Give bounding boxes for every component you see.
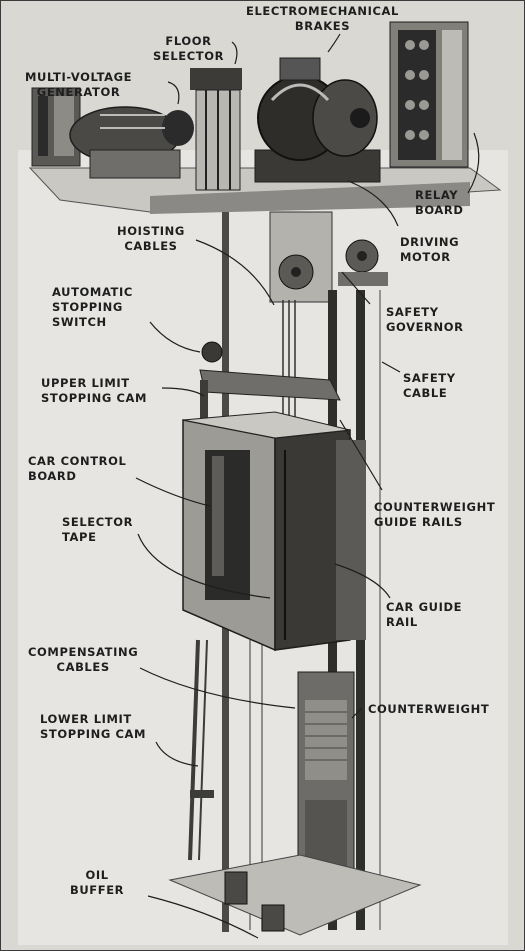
governor-hub — [357, 251, 367, 261]
leader-line — [351, 707, 363, 719]
relay-board-column — [442, 30, 462, 160]
relay — [405, 100, 415, 110]
label-electromechanical-brakes: ELECTROMECHANICAL BRAKES — [246, 4, 399, 33]
oil-buffer — [261, 904, 285, 932]
generator-base — [89, 149, 181, 179]
leader-line — [139, 667, 296, 709]
label-safety-cable: SAFETY CABLE — [403, 371, 456, 400]
leader-line — [327, 33, 341, 53]
leader-lines — [135, 33, 480, 939]
leader-line — [195, 239, 275, 306]
relay — [405, 130, 415, 140]
leader-line — [341, 271, 371, 305]
lower-limit-cam — [190, 790, 214, 798]
leader-line — [147, 895, 259, 939]
leader-line — [137, 533, 271, 599]
leader-line — [161, 387, 205, 397]
oil-buffer — [224, 871, 248, 905]
pit — [168, 854, 422, 936]
lower-cam-rod — [188, 639, 200, 861]
relay — [419, 100, 429, 110]
label-floor-selector: FLOOR SELECTOR — [153, 34, 225, 63]
relay-board — [389, 21, 469, 168]
leader-line — [334, 563, 391, 599]
leader-line — [467, 132, 480, 194]
lower-cam-assembly — [188, 639, 214, 861]
label-counterweight-guide-rails: COUNTERWEIGHT GUIDE RAILS — [374, 500, 496, 529]
hoisting-machine — [254, 57, 381, 183]
leader-line — [231, 41, 238, 65]
label-relay-board: RELAY BOARD — [415, 188, 464, 217]
label-car-guide-rail: CAR GUIDE RAIL — [386, 600, 463, 629]
car-guide-shoe — [336, 440, 366, 640]
drum-highlight — [270, 83, 330, 102]
floor-selector-top — [190, 68, 242, 90]
label-automatic-stopping-switch: AUTOMATIC STOPPING SWITCH — [52, 285, 133, 329]
sheave-assembly — [269, 211, 388, 303]
label-car-control-board: CAR CONTROL BOARD — [28, 454, 127, 483]
relay — [419, 130, 429, 140]
label-selector-tape: SELECTOR TAPE — [62, 515, 134, 544]
label-lower-limit-stopping-cam: LOWER LIMIT STOPPING CAM — [40, 712, 147, 741]
floor-selector — [190, 68, 242, 191]
leader-line — [381, 361, 401, 373]
relay-board-column — [398, 30, 436, 160]
label-compensating-cables: COMPENSATING CABLES — [28, 645, 139, 674]
relay — [405, 40, 415, 50]
relay — [419, 70, 429, 80]
leader-line — [167, 81, 180, 105]
machine-floor-beam — [150, 182, 470, 214]
label-hoisting-cables: HOISTING CABLES — [117, 224, 185, 253]
car-doorway — [205, 450, 250, 600]
car-stile — [200, 380, 208, 420]
relay — [419, 40, 429, 50]
leader-line — [339, 419, 383, 491]
label-upper-limit-stopping-cam: UPPER LIMIT STOPPING CAM — [41, 376, 148, 405]
generator-end-cap — [162, 110, 194, 146]
label-oil-buffer: OIL BUFFER — [70, 868, 125, 897]
brake-housing — [279, 57, 321, 81]
stopping-switch — [201, 341, 223, 363]
multi-voltage-generator — [31, 87, 194, 179]
relay — [405, 70, 415, 80]
sheave-hub — [291, 267, 301, 277]
lower-cam-rod — [198, 639, 208, 861]
car-roof — [182, 411, 351, 439]
leader-line — [155, 741, 199, 767]
label-driving-motor: DRIVING MOTOR — [400, 235, 460, 264]
car-crosshead — [199, 341, 341, 420]
governor-base — [338, 272, 388, 286]
elevator-car — [182, 411, 366, 652]
leader-line — [149, 321, 201, 353]
motor-shaft-end — [350, 108, 370, 128]
label-safety-governor: SAFETY GOVERNOR — [386, 305, 464, 334]
car-control-board — [212, 456, 224, 576]
leader-line — [135, 477, 211, 507]
counterweight-stack — [305, 700, 347, 780]
label-multi-voltage-generator: MULTI-VOLTAGE GENERATOR — [25, 70, 133, 99]
leader-line — [347, 180, 399, 227]
label-counterweight: COUNTERWEIGHT — [368, 702, 490, 716]
generator-panel-detail — [38, 96, 48, 156]
generator-panel-detail — [54, 96, 74, 156]
